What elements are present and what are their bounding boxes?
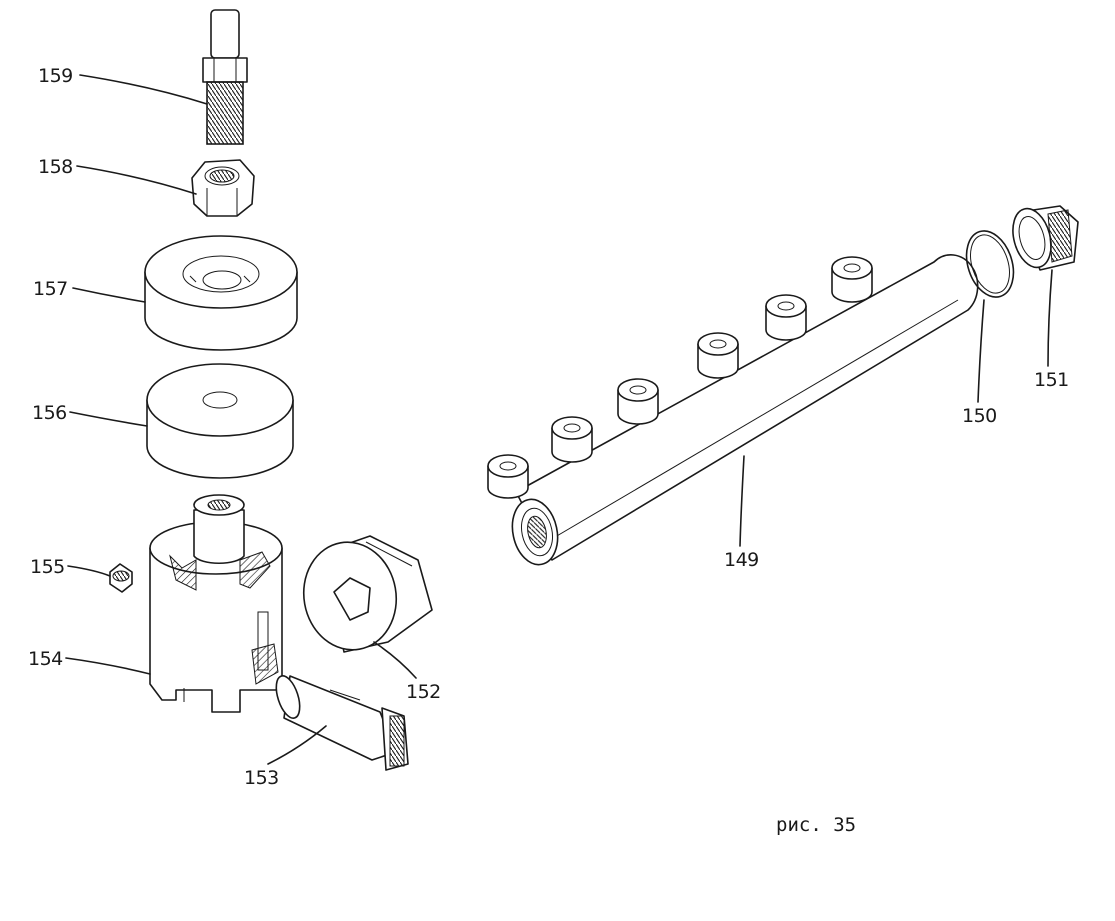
leader-156: [69, 411, 148, 427]
label-157: 157: [33, 278, 68, 300]
part-153-pin: [275, 675, 409, 771]
leader-158: [76, 165, 197, 195]
label-155: 155: [30, 556, 65, 578]
label-156: 156: [32, 402, 67, 424]
part-155-set-screw: [109, 563, 133, 593]
part-150-o-ring: [965, 230, 1015, 298]
part-159-threaded-stud: [202, 9, 248, 145]
label-158: 158: [38, 156, 73, 178]
part-157-washer: [144, 235, 298, 351]
outlet-3: [617, 378, 659, 425]
part-158-hex-nut: [191, 159, 255, 217]
leader-149: [739, 455, 745, 547]
part-154-housing: [149, 494, 283, 713]
label-159: 159: [38, 65, 73, 87]
label-153: 153: [244, 767, 279, 789]
label-154: 154: [28, 648, 63, 670]
figure-caption: рис. 35: [776, 814, 856, 836]
outlet-5: [765, 294, 807, 341]
leader-159: [79, 74, 208, 105]
part-149-manifold-tube: [487, 254, 979, 566]
outlet-6: [831, 256, 873, 303]
leader-152: [373, 641, 417, 679]
label-152: 152: [406, 681, 441, 703]
leader-155: [67, 565, 111, 577]
label-149: 149: [724, 549, 759, 571]
leader-150: [977, 299, 985, 403]
part-labels: 159 158 157 156 155 154 153 152 149 150 …: [28, 65, 1069, 789]
leader-157: [72, 287, 146, 303]
outlet-4: [697, 332, 739, 379]
label-151: 151: [1034, 369, 1069, 391]
part-151-plug: [1012, 205, 1079, 271]
label-150: 150: [962, 405, 997, 427]
outlet-1: [487, 454, 529, 499]
part-156-disc: [146, 363, 294, 479]
part-152-bushing: [302, 535, 433, 653]
outlet-2: [551, 416, 593, 463]
leader-154: [65, 657, 151, 675]
leader-151: [1047, 269, 1053, 367]
leader-lines: [65, 74, 1053, 765]
leader-153: [267, 725, 327, 765]
